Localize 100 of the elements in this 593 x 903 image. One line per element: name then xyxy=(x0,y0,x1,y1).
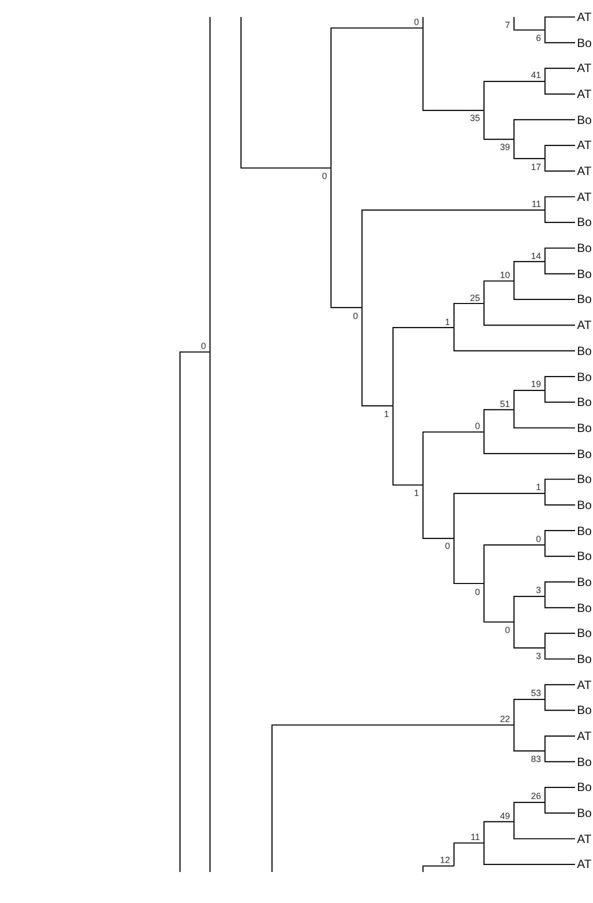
branch-line xyxy=(361,210,545,308)
branch-line xyxy=(422,16,424,28)
bootstrap-value: 0 xyxy=(352,310,358,321)
leaf-label: AT xyxy=(577,164,592,178)
branch-line xyxy=(483,304,575,326)
branch-line xyxy=(271,724,514,872)
bootstrap-value: 0 xyxy=(474,421,480,431)
branch-line xyxy=(544,802,575,814)
branch-line xyxy=(392,327,454,406)
leaf-label: Bo xyxy=(577,549,592,564)
leaf-label: AT xyxy=(577,138,592,152)
branch-line xyxy=(544,248,575,262)
leaf-label: Bo xyxy=(577,344,592,358)
branch-line xyxy=(513,261,545,281)
leaf-label: Bo xyxy=(577,524,592,538)
leaf-label: Bo xyxy=(577,292,592,306)
branch-line xyxy=(330,27,423,168)
bootstrap-value: 35 xyxy=(470,113,480,124)
bootstrap-value: 1 xyxy=(444,316,450,327)
branch-line xyxy=(544,144,575,159)
leaf-label: AT xyxy=(577,318,592,332)
leaf-label: Bo xyxy=(577,36,592,50)
branch-line xyxy=(544,210,575,223)
bootstrap-value: 11 xyxy=(532,199,541,210)
branch-line xyxy=(513,822,575,840)
bootstrap-value: 53 xyxy=(530,688,541,698)
branch-line xyxy=(422,28,484,111)
branch-line xyxy=(544,158,575,172)
leaf-label: Bo xyxy=(577,703,592,718)
branch-line xyxy=(361,308,393,406)
branch-line xyxy=(544,596,575,608)
bootstrap-value: 49 xyxy=(500,810,510,821)
branch-line xyxy=(483,544,545,584)
branch-line xyxy=(544,493,575,506)
branch-line xyxy=(544,699,575,711)
bootstrap-value: 0 xyxy=(200,341,206,351)
branch-line xyxy=(483,584,514,623)
leaf-label: Bo xyxy=(577,780,592,794)
bootstrap-value: 83 xyxy=(530,754,541,764)
branch-line xyxy=(453,492,545,538)
leaf-label: Bo xyxy=(577,806,592,820)
branch-line xyxy=(453,538,484,584)
bootstrap-value: 41 xyxy=(530,70,541,80)
branch-line xyxy=(544,196,575,210)
leaf-label: AT xyxy=(577,729,592,744)
bootstrap-value: 1 xyxy=(414,488,419,498)
bootstrap-value: 0 xyxy=(504,625,510,635)
branch-line xyxy=(513,725,545,752)
bootstrap-value: 12 xyxy=(440,855,450,865)
bootstrap-value: 1 xyxy=(384,408,389,419)
bootstrap-value: 39 xyxy=(500,142,510,152)
branch-line xyxy=(513,410,575,428)
bootstrap-value: 0 xyxy=(474,586,480,596)
branch-line xyxy=(513,17,545,31)
leaf-label: Bo xyxy=(577,395,592,410)
leaf-label: Bo xyxy=(577,652,592,666)
bootstrap-value: 26 xyxy=(530,791,541,802)
bootstrap-value: 1 xyxy=(536,482,541,492)
leaf-label: AT xyxy=(577,61,592,76)
bootstrap-value: 3 xyxy=(536,585,541,596)
branch-line xyxy=(544,632,575,648)
branch-line xyxy=(483,110,514,140)
branch-line xyxy=(544,750,575,762)
leaf-label: AT xyxy=(577,190,592,204)
branch-line xyxy=(544,262,575,274)
branch-line xyxy=(209,16,211,352)
branch-line xyxy=(513,622,545,648)
leaf-label: Bo xyxy=(577,370,592,384)
leaf-label: Bo xyxy=(577,266,592,281)
branch-line xyxy=(209,352,211,873)
leaf-label: AT xyxy=(577,10,592,24)
branch-line xyxy=(513,596,545,622)
leaf-label: Bo xyxy=(577,498,592,512)
leaf-label: AT xyxy=(577,832,592,846)
branch-line xyxy=(544,376,575,390)
bootstrap-value: 0 xyxy=(414,17,419,27)
bootstrap-value: 51 xyxy=(500,398,510,409)
branch-line xyxy=(483,821,514,843)
branch-line xyxy=(544,648,575,660)
bootstrap-value: 10 xyxy=(500,270,510,280)
leaf-label: Bo xyxy=(577,112,592,127)
branch-line xyxy=(453,302,484,328)
branch-line xyxy=(453,842,484,866)
leaf-label: Bo xyxy=(577,600,592,615)
bootstrap-value: 19 xyxy=(530,379,541,390)
branch-line xyxy=(453,328,575,352)
branch-line xyxy=(240,17,331,169)
branch-line xyxy=(330,168,362,308)
bootstrap-value: 3 xyxy=(536,650,541,661)
branch-line xyxy=(513,390,545,410)
leaf-label: Bo xyxy=(577,754,592,769)
branch-line xyxy=(544,684,575,700)
branch-line xyxy=(544,390,575,403)
branch-line xyxy=(392,406,423,486)
branch-line xyxy=(544,736,575,751)
bootstrap-value: 17 xyxy=(530,162,541,172)
leaf-label: AT xyxy=(577,857,592,872)
branch-line xyxy=(422,865,454,872)
branch-line xyxy=(513,139,545,160)
branch-line xyxy=(544,581,575,596)
